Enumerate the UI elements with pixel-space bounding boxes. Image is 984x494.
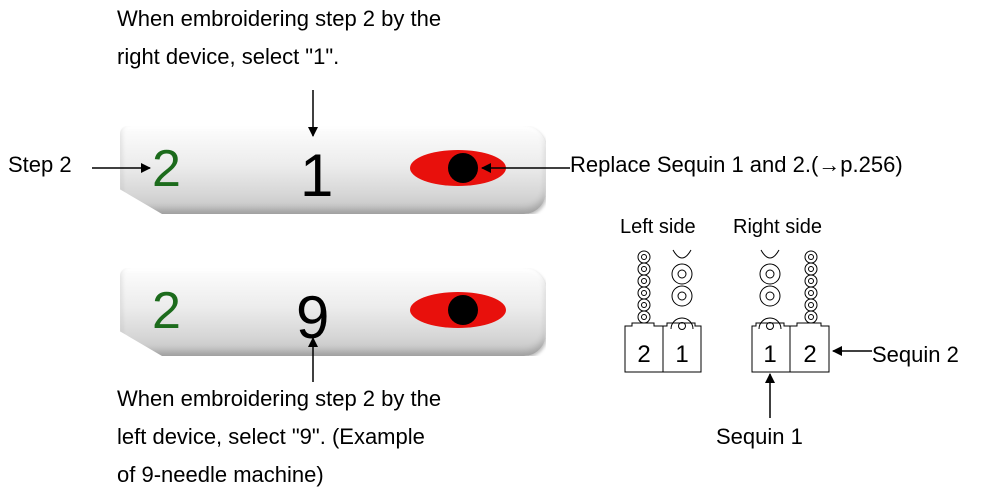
- step-number: 2: [152, 282, 181, 340]
- top-caption: When embroidering step 2 by the right de…: [117, 0, 441, 76]
- left-large-sequin-stack: [670, 249, 694, 330]
- left-box-1: 1: [675, 341, 688, 368]
- sequin-1-label: Sequin 1: [716, 424, 803, 449]
- sequin-eye-icon: [410, 292, 506, 328]
- right-small-sequin-stack: [804, 250, 818, 324]
- bottom-caption-line-2: left device, select "9". (Example: [117, 424, 425, 449]
- sequin-device-diagram: 2 1 1 2: [624, 249, 872, 418]
- bottom-caption-line-1: When embroidering step 2 by the: [117, 386, 442, 411]
- bottom-caption-line-3: of 9-needle machine): [117, 462, 324, 487]
- right-large-sequin-stack: [758, 249, 782, 330]
- top-caption-line-2: right device, select "1".: [117, 44, 340, 69]
- right-box-2: 2: [803, 341, 816, 368]
- step-label: Step 2: [8, 152, 72, 177]
- left-small-sequin-stack: [637, 250, 651, 324]
- right-box-1: 1: [763, 341, 776, 368]
- left-side-label: Left side: [620, 216, 696, 238]
- top-caption-line-1: When embroidering step 2 by the: [117, 6, 442, 31]
- needle-number: 1: [300, 142, 334, 209]
- sequin-button-step2-needle1[interactable]: 2 1: [120, 126, 546, 214]
- bottom-caption: When embroidering step 2 by the left dev…: [117, 380, 441, 494]
- right-side-label: Right side: [733, 216, 822, 238]
- step-number: 2: [152, 140, 181, 198]
- sequin-button-step2-needle9[interactable]: 2 9: [120, 268, 546, 356]
- sequin-2-label: Sequin 2: [872, 342, 959, 367]
- left-box-2: 2: [637, 341, 650, 368]
- replace-sequin-label: Replace Sequin 1 and 2.(→p.256): [570, 152, 903, 177]
- sequin-eye-icon: [410, 150, 506, 186]
